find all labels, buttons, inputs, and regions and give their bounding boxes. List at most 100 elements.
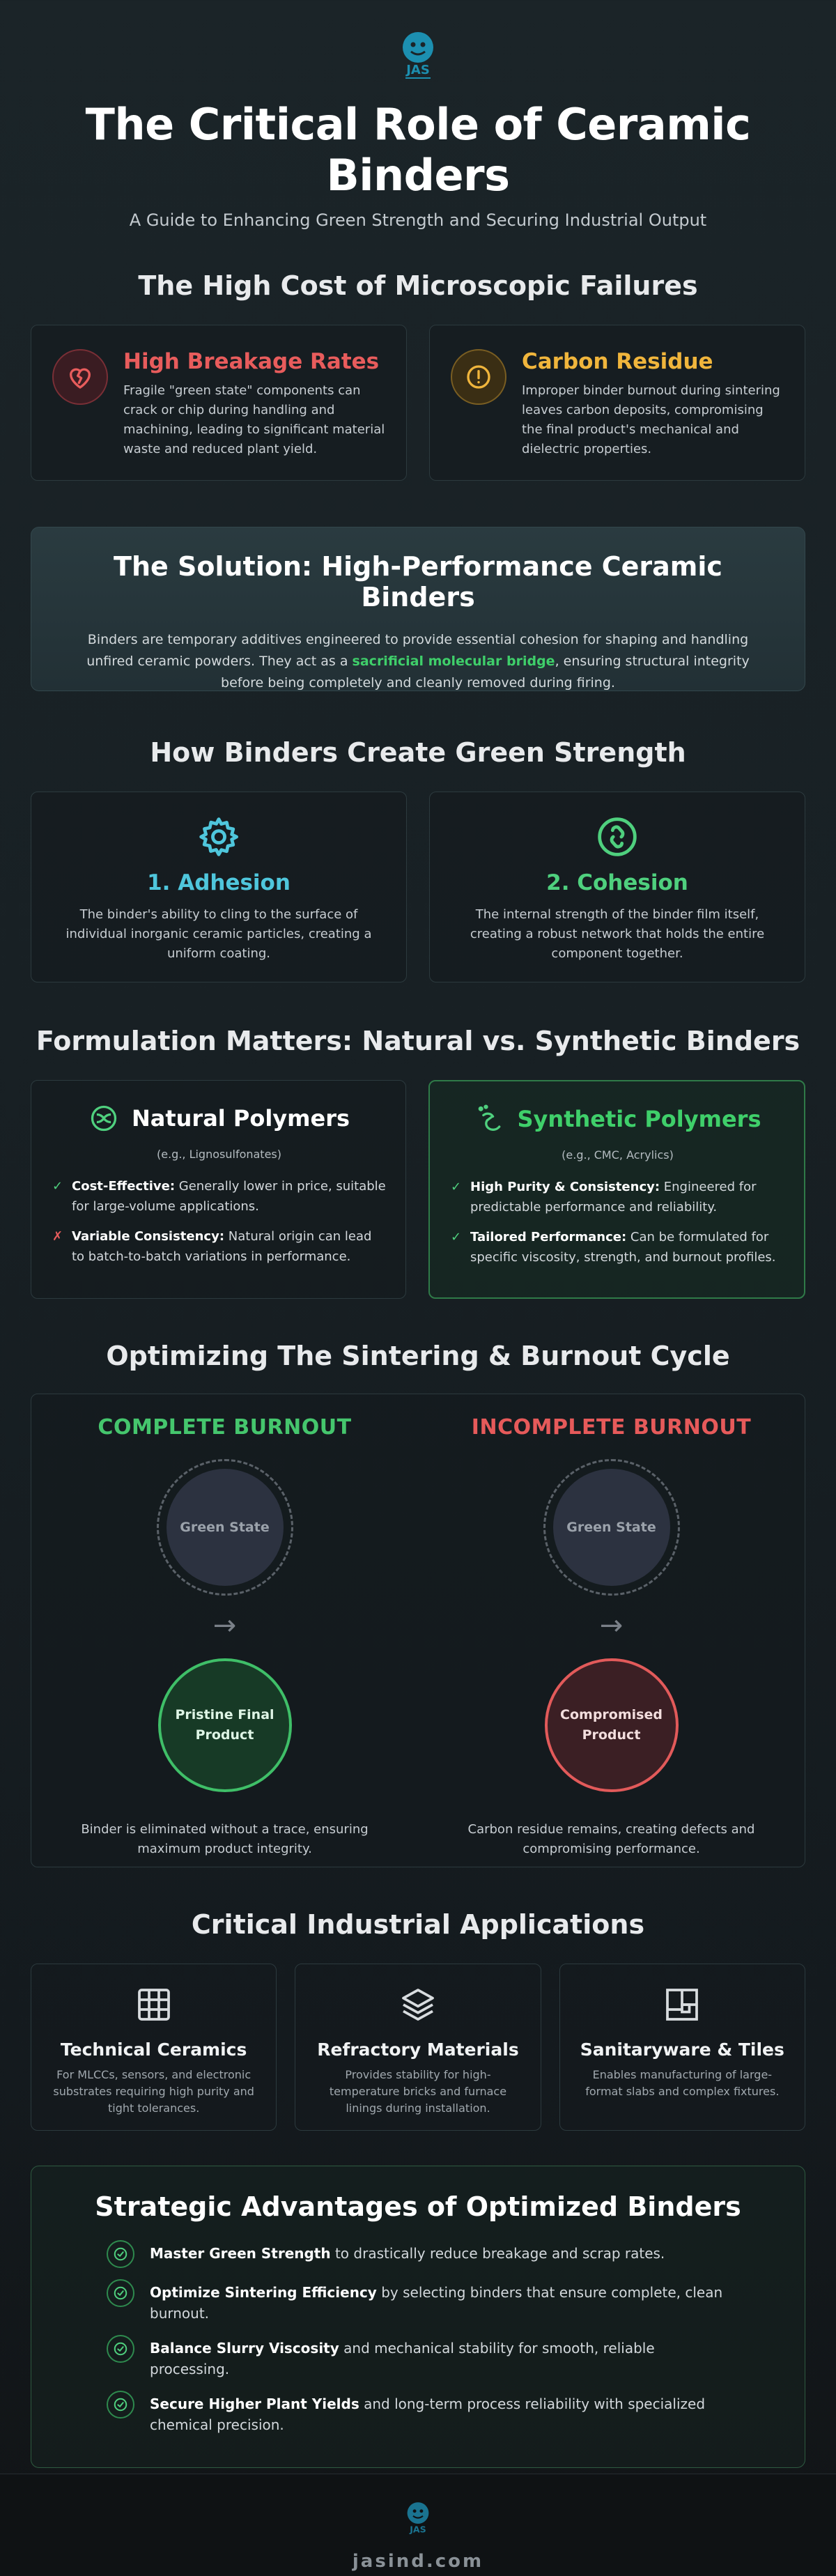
solution-text-start: Binders are temporary additives engineer… [86, 632, 749, 669]
jas-logo: JAS [403, 32, 433, 79]
natural-polymers-card: Natural Polymers (e.g., Lignosulfonates)… [31, 1080, 406, 1299]
problem-card-breakage: High Breakage Rates Fragile "green state… [31, 325, 407, 481]
complete-burnout-desc: Binder is eliminated without a trace, en… [81, 1822, 369, 1856]
arrow-icon: → [212, 1610, 237, 1642]
grid-icon [137, 1989, 170, 2021]
solution-text-end: , ensuring structural integrity before b… [221, 654, 750, 691]
pristine-product-circle: Pristine Final Product [157, 1658, 292, 1792]
advantage-label: Master Green Strength [150, 2245, 331, 2262]
app-body: Enables manufacturing of large-format sl… [585, 2068, 780, 2098]
advantage-text: by selecting binders that ensure complet… [150, 2284, 723, 2322]
heart-broken-icon [52, 349, 108, 405]
list-item: Secure Higher Plant Yields and long-term… [107, 2391, 734, 2435]
point-text: Engineered for predictable performance a… [470, 1180, 757, 1214]
problem-heading: High Breakage Rates [123, 349, 380, 374]
cross-icon: ✗ [52, 1229, 63, 1244]
sintering-title: Optimizing The Sintering & Burnout Cycle [106, 1341, 730, 1371]
gear-icon [199, 817, 238, 856]
compromised-product-circle: Compromised Product [544, 1658, 679, 1792]
solution-title: The Solution: High-Performance Ceramic B… [114, 551, 722, 612]
list-item: ✓ Tailored Performance: Can be formulated… [451, 1227, 784, 1267]
formulation-row: Natural Polymers (e.g., Lignosulfonates)… [31, 1080, 805, 1299]
list-item: ✓ Cost-Effective: Generally lower in pric… [52, 1176, 386, 1217]
point-label: High Purity & Consistency: [470, 1180, 660, 1194]
green-state-ring: Green State [543, 1459, 680, 1596]
advantage-text: and long-term process reliability with s… [150, 2396, 706, 2433]
check-circle-icon [107, 2391, 134, 2419]
natural-title: Natural Polymers [131, 1105, 350, 1132]
footer-url-link[interactable]: jasind.com [352, 2551, 484, 2572]
molecule-icon [478, 1104, 500, 1131]
synthetic-example: (e.g., CMC, Acrylics) [562, 1148, 674, 1162]
alert-icon [451, 349, 506, 405]
advantages-list: Master Green Strength to drastically red… [107, 2240, 734, 2435]
advantage-label: Secure Higher Plant Yields [150, 2396, 359, 2412]
footer-logo: JAS [407, 2502, 429, 2535]
cohesion-body: The internal strength of the binder film… [470, 907, 765, 961]
advantage-label: Optimize Sintering Efficiency [150, 2284, 377, 2301]
link-icon [598, 817, 637, 856]
complete-burnout-column: COMPLETE BURNOUT Green State → Pristine … [31, 1415, 418, 1867]
footer-logo-text: JAS [409, 2524, 426, 2535]
advantage-text: and mechanical stability for smooth, rel… [150, 2340, 655, 2377]
problem-body: Fragile "green state" components can cra… [123, 383, 385, 456]
list-item: ✗ Variable Consistency: Natural origin ca… [52, 1226, 386, 1267]
logo-text: JAS [405, 63, 430, 77]
applications-title: Critical Industrial Applications [191, 1909, 645, 1940]
check-icon: ✓ [52, 1179, 63, 1194]
point-label: Tailored Performance: [470, 1230, 627, 1244]
layers-icon [402, 1989, 434, 2021]
app-title: Refractory Materials [317, 2039, 519, 2060]
point-text: Natural origin can lead to batch-to-batc… [72, 1229, 372, 1264]
advantages-panel: Strategic Advantages of Optimized Binder… [31, 2166, 805, 2468]
problem-heading: Carbon Residue [522, 349, 713, 374]
problems-title: The High Cost of Microscopic Failures [138, 270, 698, 301]
problem-body: Improper binder burnout during sintering… [522, 383, 780, 456]
adhesion-heading: 1. Adhesion [147, 870, 291, 895]
incomplete-burnout-title: INCOMPLETE BURNOUT [471, 1415, 752, 1440]
app-card-technical-ceramics: Technical Ceramics For MLCCs, sensors, a… [31, 1964, 277, 2131]
footer: JAS jasind.com [0, 2474, 836, 2576]
point-text: Can be formulated for specific viscosity… [470, 1230, 776, 1265]
list-item: Balance Slurry Viscosity and mechanical … [107, 2335, 734, 2380]
applications-row: Technical Ceramics For MLCCs, sensors, a… [31, 1964, 805, 2131]
page-title: The Critical Role of Ceramic Binders [85, 99, 751, 201]
app-card-refractory: Refractory Materials Provides stability … [295, 1964, 541, 2131]
page-subtitle: A Guide to Enhancing Green Strength and … [129, 210, 707, 230]
advantage-label: Balance Slurry Viscosity [150, 2340, 339, 2357]
synthetic-polymers-card: Synthetic Polymers (e.g., CMC, Acrylics)… [428, 1080, 805, 1299]
check-circle-icon [107, 2240, 134, 2268]
point-text: Generally lower in price, suitable for l… [72, 1179, 386, 1214]
natural-points: ✓ Cost-Effective: Generally lower in pric… [52, 1176, 386, 1267]
cohesion-heading: 2. Cohesion [546, 870, 688, 895]
leaf-circle-icon [91, 1105, 117, 1132]
green-state-circle: Green State [166, 1469, 284, 1586]
point-label: Cost-Effective: [72, 1179, 176, 1194]
list-item: Master Green Strength to drastically red… [107, 2240, 734, 2268]
incomplete-burnout-column: INCOMPLETE BURNOUT Green State → Comprom… [418, 1415, 805, 1867]
app-card-sanitaryware: Sanitaryware & Tiles Enables manufacturi… [559, 1964, 805, 2131]
app-title: Technical Ceramics [60, 2039, 247, 2060]
check-icon: ✓ [451, 1180, 462, 1194]
check-circle-icon [107, 2279, 134, 2307]
synthetic-points: ✓ High Purity & Consistency: Engineered f… [451, 1177, 784, 1267]
app-body: Provides stability for high-temperature … [329, 2068, 507, 2115]
problem-card-carbon: Carbon Residue Improper binder burnout d… [429, 325, 805, 481]
strength-row: 1. Adhesion The binder's ability to clin… [31, 792, 805, 982]
green-state-circle: Green State [552, 1469, 670, 1586]
advantage-text: to drastically reduce breakage and scrap… [330, 2245, 665, 2262]
tiles-icon [666, 1989, 699, 2021]
cohesion-card: 2. Cohesion The internal strength of the… [429, 792, 805, 982]
list-item: Optimize Sintering Efficiency by selecti… [107, 2279, 734, 2324]
synthetic-title: Synthetic Polymers [517, 1106, 761, 1132]
check-circle-icon [107, 2335, 134, 2363]
sintering-panel: COMPLETE BURNOUT Green State → Pristine … [31, 1394, 805, 1867]
solution-highlight: sacrificial molecular bridge [352, 654, 555, 669]
point-label: Variable Consistency: [72, 1229, 225, 1244]
adhesion-body: The binder's ability to cling to the sur… [65, 907, 372, 961]
strength-title: How Binders Create Green Strength [150, 737, 686, 768]
formulation-title: Formulation Matters: Natural vs. Synthet… [36, 1026, 800, 1056]
list-item: ✓ High Purity & Consistency: Engineered f… [451, 1177, 784, 1217]
check-icon: ✓ [451, 1230, 462, 1244]
app-body: For MLCCs, sensors, and electronic subst… [53, 2068, 254, 2115]
